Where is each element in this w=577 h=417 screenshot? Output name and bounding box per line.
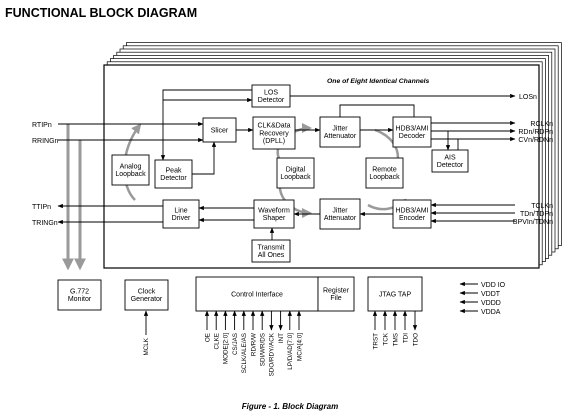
channel-stack (103, 42, 562, 269)
block-label: Remote (372, 166, 397, 173)
block-label: All Ones (258, 252, 285, 259)
pin-control: INT (278, 333, 285, 343)
block-label: Peak (166, 167, 182, 174)
pin-tring: TRINGn (32, 220, 58, 227)
pin-labels: RTIPnRRINGnTTIPnTRINGnLOSnRCLKnRDn/RDPnC… (32, 94, 553, 376)
block-label: LOS (264, 89, 278, 96)
pin-tx: TCLKn (531, 203, 553, 210)
block-label: Generator (131, 296, 163, 303)
block-label: Slicer (211, 127, 229, 134)
block-label: Detector (437, 162, 464, 169)
block-label: Loopback (115, 171, 146, 178)
pin-jtag: TDI (402, 333, 409, 343)
block-label: Waveform (258, 207, 290, 214)
block-label: Clock (138, 288, 156, 295)
block-label: Attenuator (324, 215, 357, 222)
pin-jtag: TDO (412, 333, 419, 346)
pin-control: LP/D/AD[7:0] (287, 333, 294, 370)
pin-control: CS/JAS (232, 333, 239, 355)
pin-jtag: TRST (372, 333, 379, 350)
jtag-block: JTAG TAP (367, 276, 423, 312)
block-label: Line (174, 207, 187, 214)
pin-power: VDDT (481, 291, 501, 298)
block-label: Shaper (263, 215, 286, 222)
pin-mclk: MCLK (143, 337, 150, 355)
block-label: AIS (444, 154, 456, 161)
pin-rtip: RTIPn (32, 122, 52, 129)
block-label: G.772 (70, 288, 89, 295)
block-label: Attenuator (324, 133, 357, 140)
slicer-block: Slicer (202, 117, 237, 143)
block-label: Recovery (259, 130, 289, 137)
block-label: Loopback (369, 174, 400, 181)
block-label: Encoder (399, 215, 426, 222)
block-label: Decoder (399, 133, 426, 140)
pin-control: SCLK/ALE/AS (241, 333, 248, 373)
block-label: (DPLL) (263, 138, 285, 145)
pin-control: CLKE (214, 333, 221, 349)
pin-tx: BPVIn/TDNn (513, 219, 553, 226)
pin-tx: TDn/TDPn (520, 211, 553, 218)
block-label: JTAG TAP (379, 291, 412, 298)
pin-rx: RDn/RDPn (518, 129, 553, 136)
block-label: Monitor (68, 296, 92, 303)
block-label: Transmit (258, 244, 285, 251)
block-label: File (330, 295, 341, 302)
pin-los: LOSn (519, 94, 537, 101)
block-label: Register (323, 287, 350, 294)
pin-control: SDI/WR/DS (260, 333, 267, 366)
pin-power: VDD IO (481, 282, 506, 289)
pin-jtag: TMS (392, 333, 399, 346)
channels-label: One of Eight Identical Channels (327, 78, 430, 85)
pin-ttip: TTIPn (32, 204, 51, 211)
signal-wires (57, 89, 516, 335)
pin-control: MODE[2:0] (223, 333, 230, 364)
block-label: HDB3/AMI (395, 125, 428, 132)
block-label: CLK&Data (257, 123, 290, 130)
block-label: Detector (160, 175, 187, 182)
pin-rx: CVn/RDNn (518, 137, 553, 144)
pin-control: MC/A[4:0] (296, 333, 303, 361)
pin-control: OE (204, 333, 211, 342)
block-label: Loopback (280, 174, 311, 181)
block-label: Analog (120, 163, 142, 170)
diagram-heading: FUNCTIONAL BLOCK DIAGRAM (5, 6, 197, 20)
block-label: HDB3/AMI (395, 207, 428, 214)
block-label: Driver (172, 215, 191, 222)
pin-power: VDDD (481, 300, 501, 307)
block-label: Digital (286, 166, 306, 173)
pin-control: SDO/RDY/ACK (269, 332, 276, 376)
pin-power: VDDA (481, 309, 501, 316)
pin-jtag: TCK (382, 332, 389, 345)
pin-rx: RCLKn (530, 121, 553, 128)
block-label: Control Interface (231, 291, 283, 298)
block-label: Jitter (332, 125, 348, 132)
pin-rring: RRINGn (32, 138, 59, 145)
pin-control: RD/R/W (250, 333, 257, 356)
control-block: Control Interface (195, 276, 319, 312)
block-label: Jitter (332, 207, 348, 214)
g772-monitor-bus (62, 124, 86, 271)
figure-caption: Figure - 1. Block Diagram (242, 402, 338, 411)
block-label: Detector (258, 97, 285, 104)
